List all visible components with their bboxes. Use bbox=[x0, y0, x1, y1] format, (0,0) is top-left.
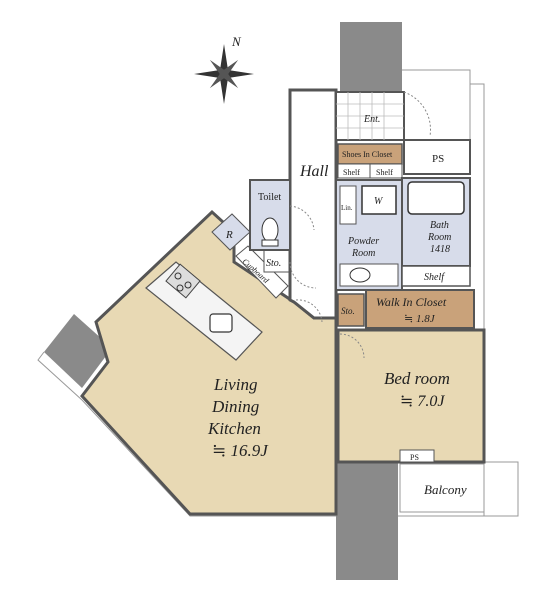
compass-rose-icon bbox=[194, 44, 254, 104]
balcony-label: Balcony bbox=[424, 482, 467, 497]
toilet-room: Toilet bbox=[249, 179, 315, 251]
fridge-label: R bbox=[225, 229, 233, 241]
walk-in-closet: Walk In Closet ≒ 1.8J bbox=[365, 289, 475, 329]
bedroom: Bed room ≒ 7.0J bbox=[336, 328, 486, 464]
hall-floor bbox=[288, 88, 338, 320]
top-column-lower bbox=[340, 70, 402, 92]
ldk-door bbox=[295, 299, 323, 323]
powder-room: Lin. W Powder Room bbox=[335, 179, 403, 291]
bath-label-2: Room bbox=[427, 232, 451, 243]
hall-storage-label: Sto. bbox=[266, 258, 281, 269]
sink-icon bbox=[209, 313, 233, 333]
bed-storage: Sto. bbox=[337, 293, 365, 327]
entrance-door bbox=[403, 91, 431, 137]
hall-storage: Sto. bbox=[263, 249, 291, 273]
kitchen-counter bbox=[145, 261, 263, 361]
toilet-door bbox=[289, 205, 315, 231]
ldk-size: ≒ 16.9J bbox=[212, 441, 269, 460]
bedroom-door bbox=[339, 333, 365, 359]
powder-room-label-2: Room bbox=[351, 248, 375, 259]
bath-room: Bath Room 1418 bbox=[401, 177, 471, 267]
walk-in-closet-size: ≒ 1.8J bbox=[404, 313, 436, 325]
basin-icon bbox=[349, 267, 371, 283]
ps-bottom-label: PS bbox=[410, 453, 419, 462]
ps-bottom: PS bbox=[399, 449, 435, 463]
linen-cabinet bbox=[339, 185, 357, 225]
north-label: N bbox=[231, 34, 242, 49]
shelf-right-label: Shelf bbox=[376, 168, 393, 177]
stove-icon bbox=[165, 263, 201, 299]
entrance-label: Ent. bbox=[363, 114, 380, 125]
bed-storage-label: Sto. bbox=[341, 306, 355, 316]
balcony: Balcony bbox=[399, 463, 485, 513]
ldk-label-2: Dining bbox=[211, 397, 259, 416]
lin-label: Lin. bbox=[341, 204, 353, 212]
washer-icon bbox=[361, 185, 397, 215]
ldk-label-3: Kitchen bbox=[207, 419, 261, 438]
shelf-bath: Shelf bbox=[401, 265, 471, 287]
walk-in-closet-label: Walk In Closet bbox=[376, 295, 447, 309]
ps-top-label: PS bbox=[432, 153, 444, 165]
structural-walls bbox=[44, 22, 402, 580]
shoes-closet-label: Shoes In Closet bbox=[342, 150, 393, 159]
entrance: Ent. bbox=[335, 91, 431, 141]
bedroom-size: ≒ 7.0J bbox=[400, 393, 445, 410]
shelf-left-label: Shelf bbox=[343, 168, 360, 177]
shelf-bath-label: Shelf bbox=[424, 272, 445, 283]
bedroom-label: Bed room bbox=[384, 369, 450, 388]
hall-label: Hall bbox=[299, 163, 329, 180]
outer-outline bbox=[37, 69, 519, 517]
hall-door bbox=[289, 261, 317, 289]
washer-label: W bbox=[374, 196, 384, 207]
bath-size: 1418 bbox=[430, 244, 450, 255]
bathtub-icon bbox=[407, 181, 465, 215]
bath-label-1: Bath bbox=[430, 220, 449, 231]
shoes-in-closet: Shoes In Closet Shelf Shelf bbox=[337, 143, 403, 179]
bottom-column bbox=[336, 448, 398, 580]
toilet-bowl-icon bbox=[261, 217, 279, 243]
ldk-label-1: Living bbox=[213, 375, 257, 394]
left-column bbox=[44, 314, 112, 388]
toilet-label: Toilet bbox=[258, 192, 281, 203]
top-column bbox=[340, 22, 402, 70]
ps-top: PS bbox=[403, 139, 471, 175]
powder-room-label-1: Powder bbox=[347, 236, 379, 247]
